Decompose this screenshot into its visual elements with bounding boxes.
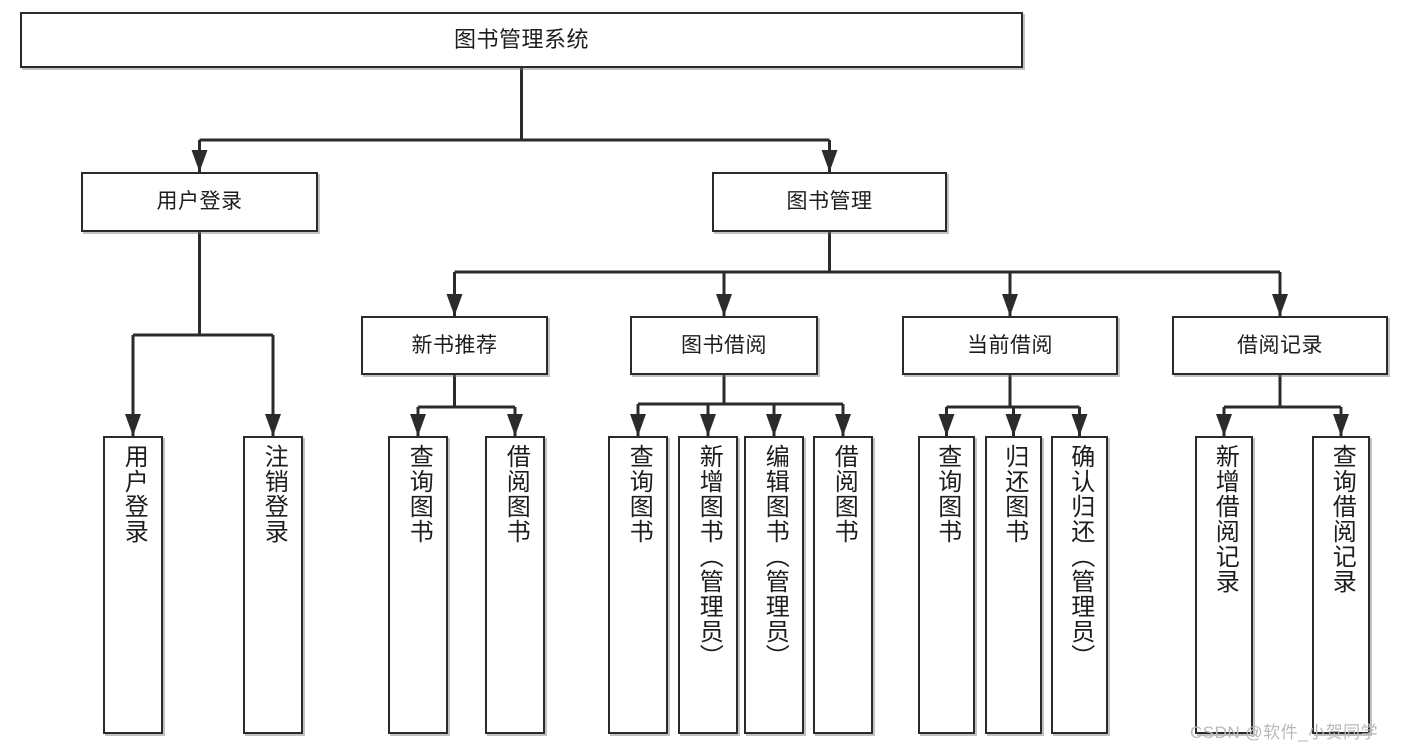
node-label: 确认归还（管理员） — [1066, 444, 1094, 669]
arrow-head — [1216, 414, 1232, 436]
node-borrow-record[interactable]: 借阅记录 — [1172, 316, 1388, 375]
node-user-login[interactable]: 用户登录 — [81, 172, 318, 232]
watermark-label: CSDN @软件_小贺同学 — [1190, 723, 1379, 742]
arrow-head — [265, 414, 281, 436]
node-label: 借阅图书 — [502, 444, 530, 544]
arrow-head — [125, 414, 141, 436]
node-leaf-add-record[interactable]: 新增借阅记录 — [1195, 436, 1253, 734]
arrow-head — [1272, 294, 1288, 316]
node-book-borrow[interactable]: 图书借阅 — [630, 316, 818, 375]
node-label: 新增借阅记录 — [1211, 444, 1239, 594]
node-leaf-borrow-book-1[interactable]: 借阅图书 — [485, 436, 545, 734]
node-label: 借阅图书 — [830, 444, 858, 544]
node-leaf-return-book[interactable]: 归还图书 — [985, 436, 1042, 734]
arrow-head — [446, 294, 463, 316]
node-label: 查询图书 — [405, 444, 433, 544]
node-label: 编辑图书（管理员） — [761, 444, 789, 669]
arrow-head — [700, 414, 716, 436]
node-leaf-borrow-book-2[interactable]: 借阅图书 — [813, 436, 873, 734]
arrow-head — [821, 150, 838, 172]
node-label: 查询图书 — [933, 444, 961, 544]
node-label: 查询借阅记录 — [1328, 444, 1356, 594]
node-leaf-logout[interactable]: 注销登录 — [243, 436, 303, 734]
node-label: 借阅记录 — [1237, 333, 1323, 357]
node-label: 用户登录 — [120, 444, 148, 544]
node-label: 当前借阅 — [967, 333, 1053, 357]
node-leaf-query-book-3[interactable]: 查询图书 — [918, 436, 975, 734]
node-label: 图书管理 — [786, 190, 873, 214]
node-new-book-rec[interactable]: 新书推荐 — [361, 316, 548, 375]
node-label: 新书推荐 — [411, 333, 498, 357]
arrow-head — [1071, 414, 1088, 436]
arrow-head — [410, 414, 426, 436]
arrow-head — [766, 414, 782, 436]
node-leaf-query-record[interactable]: 查询借阅记录 — [1312, 436, 1370, 734]
node-book-manage[interactable]: 图书管理 — [712, 172, 947, 232]
arrow-head — [716, 294, 732, 316]
node-label: 用户登录 — [156, 190, 243, 214]
arrow-head — [1333, 414, 1349, 436]
arrow-head — [507, 414, 523, 436]
node-leaf-user-login[interactable]: 用户登录 — [103, 436, 163, 734]
arrow-head — [1005, 414, 1022, 436]
arrow-head — [630, 414, 646, 436]
node-leaf-query-book-1[interactable]: 查询图书 — [388, 436, 448, 734]
node-leaf-edit-book[interactable]: 编辑图书（管理员） — [744, 436, 804, 734]
node-leaf-query-book-2[interactable]: 查询图书 — [608, 436, 668, 734]
arrow-head — [191, 150, 208, 172]
node-label: 查询图书 — [625, 444, 653, 544]
node-leaf-add-book[interactable]: 新增图书（管理员） — [678, 436, 738, 734]
node-label: 归还图书 — [1000, 444, 1028, 544]
node-root[interactable]: 图书管理系统 — [20, 12, 1023, 68]
node-label: 图书管理系统 — [453, 26, 589, 52]
node-leaf-confirm-return[interactable]: 确认归还（管理员） — [1051, 436, 1108, 734]
arrow-head — [835, 414, 851, 436]
arrow-head — [1002, 294, 1018, 316]
arrow-head — [938, 414, 955, 436]
node-label: 图书借阅 — [681, 333, 767, 357]
node-current-borrow[interactable]: 当前借阅 — [902, 316, 1118, 375]
node-label: 新增图书（管理员） — [695, 444, 723, 669]
node-label: 注销登录 — [260, 444, 288, 544]
